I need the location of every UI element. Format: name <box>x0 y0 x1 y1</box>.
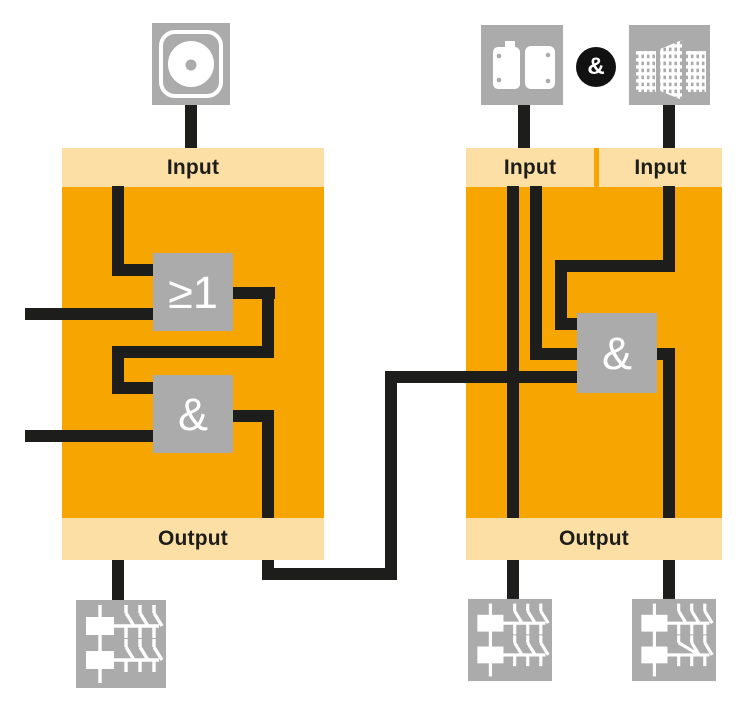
right-input-label-right: Input <box>634 155 687 179</box>
wire-segment-interconnect <box>385 371 577 383</box>
wire-segment <box>112 264 157 276</box>
left-output-strip <box>62 518 324 560</box>
wire-segment <box>112 346 274 358</box>
and-gate-right: & <box>577 313 657 393</box>
wire-segment <box>185 104 197 148</box>
and-operator-badge: & <box>576 47 616 87</box>
wire-segment-channel-b <box>530 186 542 360</box>
wire-segment-interconnect <box>385 371 397 580</box>
wire-segment <box>262 410 274 518</box>
wire-segment-channel-a <box>507 186 519 518</box>
wire-segment <box>555 260 567 330</box>
wire-segment <box>555 318 577 330</box>
wire-segment-output-to-contactor <box>507 560 519 600</box>
right-output-strip <box>466 518 722 560</box>
contactor-relay-icon <box>632 598 716 682</box>
and-operator-label: & <box>587 53 605 80</box>
safety-gate-switch-icon <box>481 25 563 105</box>
wire-segment <box>112 382 157 394</box>
wire-segment-output-to-contactor <box>112 560 124 602</box>
wire-segment-interconnect <box>262 568 397 580</box>
right-output-label: Output <box>558 527 629 550</box>
contactor-relay-icon <box>76 600 166 688</box>
wire-segment-external-input-1 <box>25 308 157 320</box>
left-output-label: Output <box>157 527 228 550</box>
right-input-strip-left <box>466 148 594 187</box>
guard-fence-icon <box>629 25 710 105</box>
emergency-stop-icon <box>152 23 230 105</box>
wire-segment <box>663 186 675 272</box>
and-gate-label: & <box>177 388 208 440</box>
wire-segment <box>663 348 675 518</box>
or-gate: ≥1 <box>153 253 233 331</box>
and-gate-label: & <box>601 327 632 379</box>
left-input-strip <box>62 148 324 187</box>
right-input-strip-right <box>599 148 722 187</box>
or-gate-label: ≥1 <box>168 266 218 318</box>
wire-segment <box>518 104 530 148</box>
wire-segment <box>262 287 274 358</box>
left-input-label: Input <box>166 155 220 179</box>
contactor-relay-icon <box>468 598 552 682</box>
and-gate-left: & <box>153 375 233 453</box>
wire-segment <box>530 348 577 360</box>
wire-segment <box>555 260 675 272</box>
wire-segment <box>663 104 675 148</box>
wire-segment-output-to-contactor <box>663 560 675 600</box>
wire-segment <box>112 186 124 276</box>
wire-segment-external-input-2 <box>25 430 157 442</box>
right-input-label-left: Input <box>503 155 557 179</box>
